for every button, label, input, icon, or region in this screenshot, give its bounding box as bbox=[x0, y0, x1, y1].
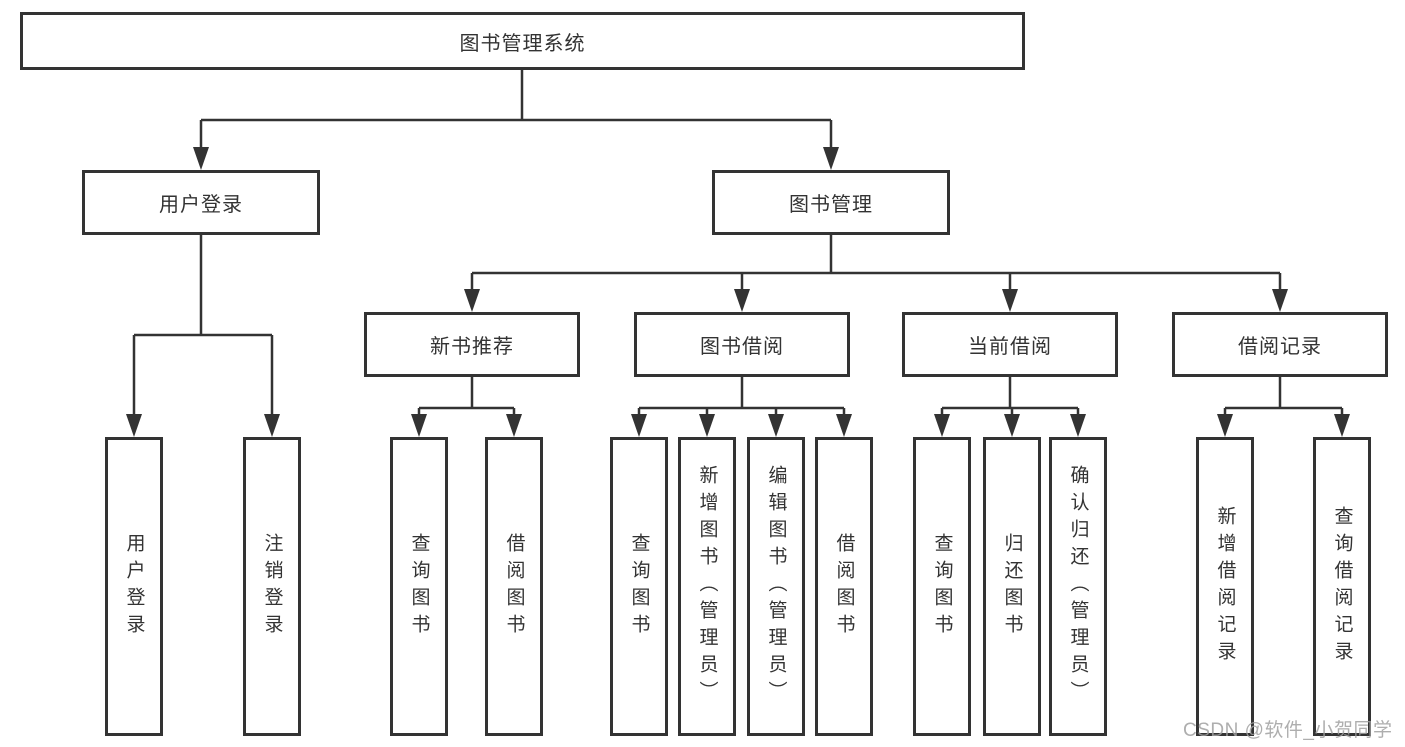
arrow-down-icon bbox=[1070, 414, 1086, 437]
arrow-down-icon bbox=[1002, 289, 1018, 312]
connector-new-book-recommend-branch bbox=[411, 377, 522, 437]
node-query-borrow-record: 查询借阅记录 bbox=[1313, 437, 1371, 736]
arrow-down-icon bbox=[1217, 414, 1233, 437]
connector-book-borrow-branch bbox=[631, 377, 852, 437]
arrow-down-icon bbox=[823, 147, 839, 170]
node-book-management: 图书管理 bbox=[712, 170, 950, 235]
arrow-down-icon bbox=[836, 414, 852, 437]
arrow-down-icon bbox=[1272, 289, 1288, 312]
arrow-down-icon bbox=[411, 414, 427, 437]
node-user-login-leaf: 用户登录 bbox=[105, 437, 163, 736]
csdn-watermark: CSDN @软件_小贺同学 bbox=[1183, 720, 1393, 741]
node-confirm-return-admin: 确认归还（管理员） bbox=[1049, 437, 1107, 736]
node-query-books-borrow: 查询图书 bbox=[610, 437, 668, 736]
node-borrow-books-recommend: 借阅图书 bbox=[485, 437, 543, 736]
node-add-borrow-record: 新增借阅记录 bbox=[1196, 437, 1254, 736]
node-edit-books-admin: 编辑图书（管理员） bbox=[747, 437, 805, 736]
node-query-books-recommend: 查询图书 bbox=[390, 437, 448, 736]
node-borrow-books-leaf: 借阅图书 bbox=[815, 437, 873, 736]
node-library-management-system: 图书管理系统 bbox=[20, 12, 1025, 70]
arrow-down-icon bbox=[506, 414, 522, 437]
arrow-down-icon bbox=[699, 414, 715, 437]
node-return-books: 归还图书 bbox=[983, 437, 1041, 736]
node-add-books-admin: 新增图书（管理员） bbox=[678, 437, 736, 736]
arrow-down-icon bbox=[934, 414, 950, 437]
node-book-borrow: 图书借阅 bbox=[634, 312, 850, 377]
node-query-books-current: 查询图书 bbox=[913, 437, 971, 736]
connector-book-management-to-level3 bbox=[464, 235, 1288, 312]
arrow-down-icon bbox=[1004, 414, 1020, 437]
node-borrow-records: 借阅记录 bbox=[1172, 312, 1388, 377]
arrow-down-icon bbox=[193, 147, 209, 170]
arrow-down-icon bbox=[1334, 414, 1350, 437]
node-new-book-recommend: 新书推荐 bbox=[364, 312, 580, 377]
arrow-down-icon bbox=[768, 414, 784, 437]
connector-user-login-branch bbox=[126, 235, 280, 437]
node-logout-leaf: 注销登录 bbox=[243, 437, 301, 736]
node-user-login: 用户登录 bbox=[82, 170, 320, 235]
arrow-down-icon bbox=[464, 289, 480, 312]
connector-root-to-level2 bbox=[193, 70, 839, 170]
node-current-borrow: 当前借阅 bbox=[902, 312, 1118, 377]
arrow-down-icon bbox=[126, 414, 142, 437]
arrow-down-icon bbox=[631, 414, 647, 437]
arrow-down-icon bbox=[264, 414, 280, 437]
connector-current-borrow-branch bbox=[934, 377, 1086, 437]
arrow-down-icon bbox=[734, 289, 750, 312]
connector-borrow-records-branch bbox=[1217, 377, 1350, 437]
